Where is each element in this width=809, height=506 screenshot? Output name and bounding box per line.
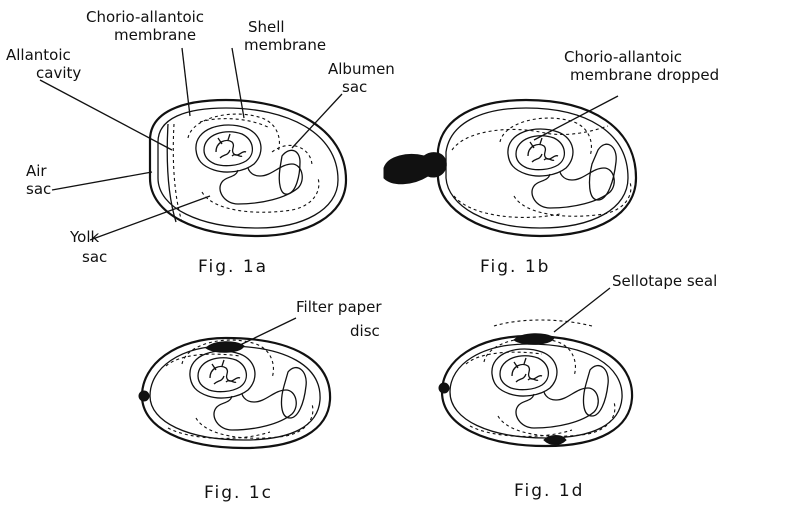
- label-air-1: Air: [26, 162, 47, 180]
- label-cam-dropped-1: Chorio-allantoic: [564, 48, 682, 66]
- label-albumen-2: sac: [342, 78, 367, 96]
- caption-fig-1d: Fig. 1d: [514, 481, 584, 501]
- label-allantoic-1: Allantoic: [6, 46, 71, 64]
- label-air-2: sac: [26, 180, 51, 198]
- label-filter-1: Filter paper: [296, 298, 382, 316]
- label-filter-2: disc: [350, 322, 380, 340]
- caption-fig-1b: Fig. 1b: [480, 257, 550, 277]
- captions: Fig. 1a Fig. 1b Fig. 1c Fig. 1d: [198, 257, 584, 503]
- label-shell-2: membrane: [244, 36, 326, 54]
- label-sellotape: Sellotape seal: [612, 272, 717, 290]
- figure-1d: [439, 320, 632, 446]
- figure-1b: [384, 100, 636, 236]
- figure-1c: [139, 338, 330, 448]
- label-yolk-2: sac: [82, 248, 107, 266]
- label-chorio-allantoic-2: membrane: [114, 26, 196, 44]
- caption-fig-1a: Fig. 1a: [198, 257, 268, 277]
- caption-fig-1c: Fig. 1c: [204, 483, 273, 503]
- label-albumen-1: Albumen: [328, 60, 395, 78]
- figure-1a: [150, 100, 346, 236]
- label-yolk-1: Yolk: [69, 228, 100, 246]
- label-shell-1: Shell: [248, 18, 285, 36]
- label-allantoic-2: cavity: [36, 64, 81, 82]
- label-cam-dropped-2: membrane dropped: [570, 66, 719, 84]
- label-chorio-allantoic-1: Chorio-allantoic: [86, 8, 204, 26]
